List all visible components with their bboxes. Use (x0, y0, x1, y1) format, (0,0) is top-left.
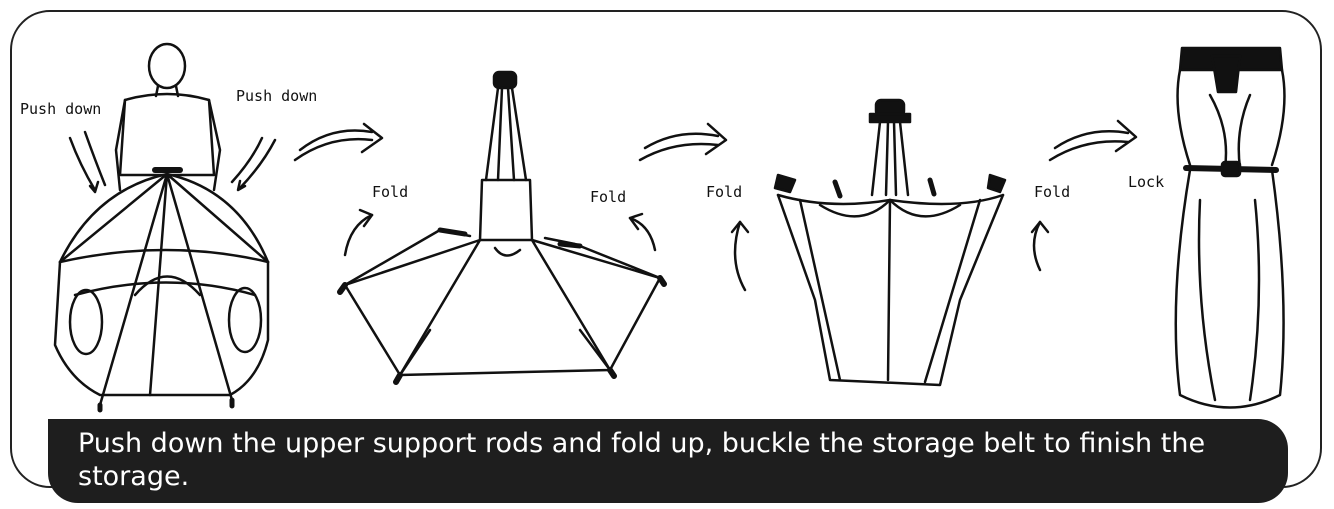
diagram-frame (10, 10, 1322, 488)
step-arrow-2 (638, 122, 728, 162)
label-fold-2: Fold (590, 188, 627, 206)
caption-text: Push down the upper support rods and fol… (78, 428, 1206, 492)
label-push-down-left: Push down (20, 100, 102, 118)
step-arrow-1 (293, 122, 384, 162)
step4-locked-bag (1174, 46, 1286, 409)
caption-bar: Push down the upper support rods and fol… (48, 419, 1288, 503)
step1-person-and-tent (53, 42, 277, 413)
label-push-down-right: Push down (236, 87, 318, 105)
label-fold-1: Fold (372, 183, 409, 201)
step2-folding-frame (337, 70, 667, 385)
step3-bag-folding (730, 98, 1050, 387)
label-fold-3: Fold (706, 183, 743, 201)
step-arrow-3 (1048, 119, 1138, 162)
label-lock: Lock (1128, 173, 1165, 191)
label-fold-4: Fold (1034, 183, 1071, 201)
